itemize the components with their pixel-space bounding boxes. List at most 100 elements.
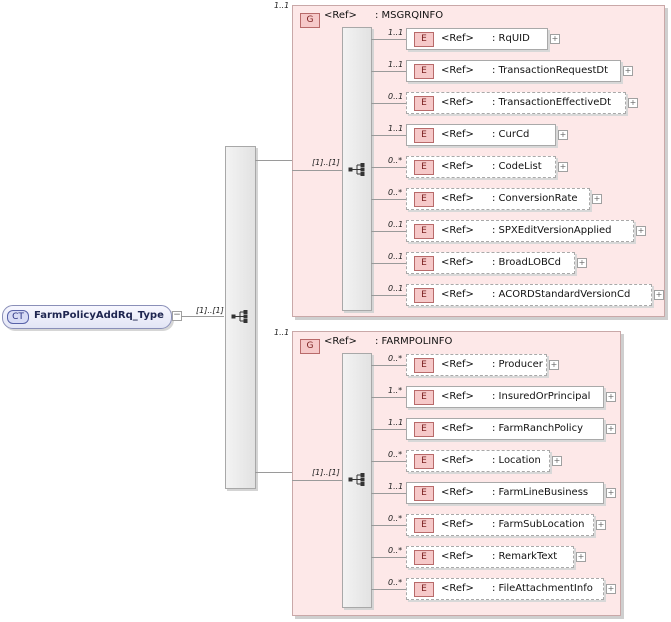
- group-badge: G: [300, 339, 320, 354]
- expand-toggle[interactable]: +: [606, 424, 616, 434]
- group-name: : MSGRQINFO: [375, 10, 444, 21]
- expand-toggle[interactable]: +: [606, 392, 616, 402]
- element-badge: E: [414, 422, 434, 437]
- element-multiplicity: 0..*: [388, 514, 403, 523]
- element-name: : RemarkText: [492, 551, 558, 562]
- item-connector: [371, 429, 406, 430]
- expand-toggle[interactable]: +: [628, 98, 638, 108]
- element-ref: <Ref>: [441, 487, 474, 498]
- element-name: : FarmSubLocation: [492, 519, 585, 530]
- element-farmlinebusiness[interactable]: E<Ref>: FarmLineBusiness: [406, 482, 604, 504]
- root-connector: [181, 316, 224, 317]
- expand-toggle[interactable]: +: [558, 130, 568, 140]
- element-ref: <Ref>: [441, 161, 474, 172]
- element-badge: E: [414, 128, 434, 143]
- expand-toggle[interactable]: +: [592, 194, 602, 204]
- element-badge: E: [414, 550, 434, 565]
- element-producer[interactable]: E<Ref>: Producer: [406, 354, 547, 376]
- element-multiplicity: 0..1: [388, 92, 404, 101]
- item-connector: [371, 71, 406, 72]
- element-name: : SPXEditVersionApplied: [492, 225, 612, 236]
- element-ref: <Ref>: [441, 257, 474, 268]
- element-spxeditversionapplied[interactable]: E <Ref> : SPXEditVersionApplied: [406, 220, 634, 242]
- complex-type-badge: CT: [7, 310, 29, 324]
- element-name: : InsuredOrPrincipal: [492, 391, 591, 402]
- element-transactioneffectivedt[interactable]: E<Ref>: TransactionEffectiveDt: [406, 92, 626, 114]
- expand-toggle[interactable]: +: [558, 162, 568, 172]
- element-multiplicity: 0..*: [388, 156, 403, 165]
- item-connector: [371, 167, 406, 168]
- expand-toggle[interactable]: +: [623, 66, 633, 76]
- group-multiplicity: 1..1: [274, 328, 290, 337]
- item-connector: [371, 365, 406, 366]
- element-ref: <Ref>: [441, 33, 474, 44]
- element-codelist[interactable]: E <Ref> : CodeList: [406, 156, 556, 178]
- expand-toggle[interactable]: +: [606, 488, 616, 498]
- element-name: : FileAttachmentInfo: [492, 583, 593, 594]
- sequence-multiplicity: [1]..[1]: [312, 158, 340, 167]
- element-ref: <Ref>: [441, 65, 474, 76]
- group-badge: G: [300, 13, 320, 28]
- element-acordstandardversioncd[interactable]: E<Ref>: ACORDStandardVersionCd: [406, 284, 652, 306]
- element-rquid[interactable]: E<Ref>: RqUID: [406, 28, 548, 50]
- element-location[interactable]: E <Ref> : Location: [406, 450, 550, 472]
- element-badge: E: [414, 454, 434, 469]
- element-insuredorprincipal[interactable]: E<Ref>: InsuredOrPrincipal: [406, 386, 604, 408]
- element-badge: E: [414, 192, 434, 207]
- item-connector: [371, 263, 406, 264]
- element-badge: E: [414, 224, 434, 239]
- element-name: : Producer: [492, 359, 543, 370]
- element-name: : Location: [492, 455, 541, 466]
- item-connector: [371, 493, 406, 494]
- element-name: : FarmLineBusiness: [492, 487, 589, 498]
- element-broadlobcd[interactable]: E<Ref>: BroadLOBCd: [406, 252, 575, 274]
- element-ref: <Ref>: [441, 225, 474, 236]
- element-ref: <Ref>: [441, 455, 474, 466]
- expand-toggle[interactable]: +: [550, 34, 560, 44]
- element-ref: <Ref>: [441, 583, 474, 594]
- element-name: : ConversionRate: [492, 193, 578, 204]
- root-sequence-bar: [225, 146, 256, 489]
- expand-toggle[interactable]: +: [549, 360, 559, 370]
- expand-toggle[interactable]: +: [576, 552, 586, 562]
- element-multiplicity: 0..1: [388, 284, 404, 293]
- item-connector: [371, 231, 406, 232]
- expand-toggle[interactable]: +: [552, 456, 562, 466]
- element-ref: <Ref>: [441, 289, 474, 300]
- expand-toggle[interactable]: +: [577, 258, 587, 268]
- element-name: : FarmRanchPolicy: [492, 423, 583, 434]
- element-multiplicity: 1..1: [388, 28, 404, 37]
- element-curcd[interactable]: E<Ref>: CurCd: [406, 124, 556, 146]
- element-multiplicity: 0..1: [388, 252, 404, 261]
- element-name: : TransactionRequestDt: [492, 65, 608, 76]
- element-transactionrequestdt[interactable]: E <Ref> : TransactionRequestDt: [406, 60, 621, 82]
- expand-toggle[interactable]: +: [654, 290, 664, 300]
- element-name: : TransactionEffectiveDt: [492, 97, 612, 108]
- element-badge: E: [414, 582, 434, 597]
- element-ref: <Ref>: [441, 193, 474, 204]
- element-conversionrate[interactable]: E <Ref> : ConversionRate: [406, 188, 590, 210]
- element-multiplicity: 0..*: [388, 188, 403, 197]
- element-name: : CodeList: [492, 161, 542, 172]
- connector-to-msgrqinfo: [255, 160, 292, 161]
- expand-toggle[interactable]: +: [596, 520, 606, 530]
- sequence-multiplicity: [1]..[1]: [312, 468, 340, 477]
- element-multiplicity: 1..1: [388, 482, 404, 491]
- element-farmsublocation[interactable]: E<Ref>: FarmSubLocation: [406, 514, 594, 536]
- group-ref: <Ref>: [324, 336, 357, 347]
- element-badge: E: [414, 64, 434, 79]
- element-fileattachmentinfo[interactable]: E <Ref> : FileAttachmentInfo: [406, 578, 604, 600]
- group-multiplicity: 1..1: [274, 1, 290, 10]
- element-badge: E: [414, 160, 434, 175]
- element-ref: <Ref>: [441, 423, 474, 434]
- element-farmranchpolicy[interactable]: E <Ref> : FarmRanchPolicy: [406, 418, 604, 440]
- element-multiplicity: 1..1: [388, 124, 404, 133]
- element-ref: <Ref>: [441, 391, 474, 402]
- element-badge: E: [414, 32, 434, 47]
- element-ref: <Ref>: [441, 97, 474, 108]
- expand-toggle[interactable]: +: [636, 226, 646, 236]
- expand-toggle[interactable]: +: [606, 584, 616, 594]
- element-remarktext[interactable]: E<Ref>: RemarkText: [406, 546, 574, 568]
- element-multiplicity: 1..*: [388, 386, 403, 395]
- root-complex-type[interactable]: CT FarmPolicyAddRq_Type: [2, 305, 172, 329]
